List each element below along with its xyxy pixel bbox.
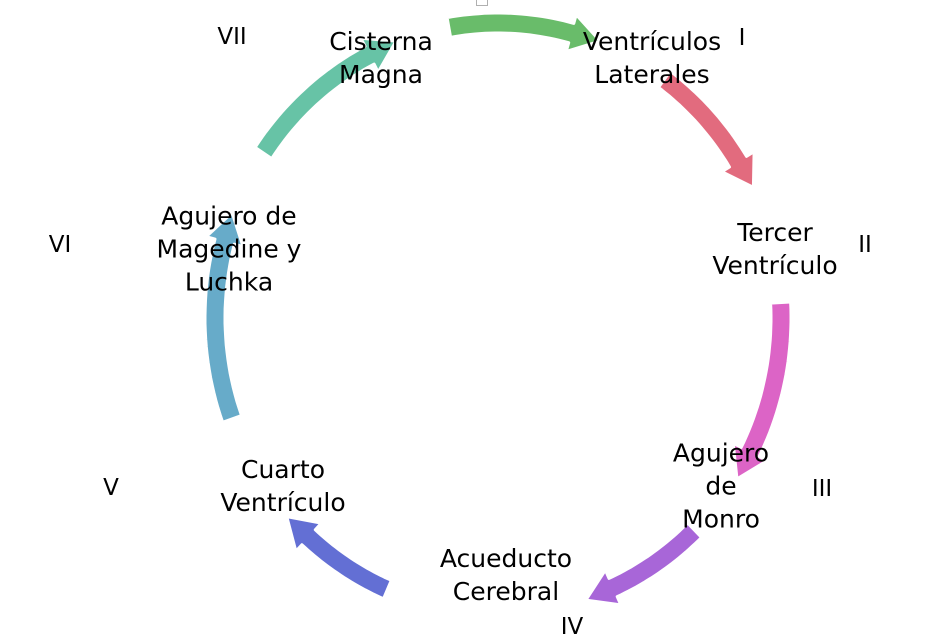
node-label-line: Magna bbox=[339, 60, 423, 89]
arrow-cisterna-to-laterales bbox=[445, 11, 602, 53]
node-label-line: Ventrículo bbox=[220, 488, 346, 517]
numeral-tercer-ventriculo: II bbox=[858, 232, 872, 258]
node-tercer-ventriculo: Tercer Ventrículo bbox=[712, 216, 837, 282]
node-agujero-de-monro: Agujero de Monro bbox=[673, 437, 769, 536]
numeral-cisterna-magna: VII bbox=[217, 24, 247, 50]
numeral-acueducto-cerebral: IV bbox=[560, 614, 584, 640]
node-ventriculos-laterales: Ventrículos Laterales bbox=[583, 25, 721, 91]
node-label-line: de bbox=[705, 471, 737, 501]
arrow-monro-to-acueducto bbox=[584, 521, 703, 607]
top-handle-mark bbox=[476, 0, 488, 6]
node-label-line: Agujero de bbox=[161, 201, 297, 231]
node-label-line: Ventrículo bbox=[712, 251, 838, 280]
node-label-line: Cisterna bbox=[329, 27, 433, 56]
arrow-agujero-to-cisterna bbox=[253, 36, 398, 161]
node-label-line: Agujero bbox=[672, 438, 770, 468]
node-agujero-de-magedine-y-luchka: Agujero de Magedine y Luchka bbox=[157, 200, 302, 299]
node-label-line: Acueducto bbox=[439, 544, 573, 573]
arrow-laterales-to-tercer bbox=[657, 69, 756, 189]
node-label-line: Monro bbox=[682, 504, 760, 534]
node-label-line: Laterales bbox=[594, 60, 710, 89]
node-label-line: Ventrículos bbox=[582, 27, 722, 56]
arrow-acueducto-to-cuarto bbox=[285, 515, 393, 601]
node-label-line: Luchka bbox=[184, 267, 274, 297]
node-cuarto-ventriculo: Cuarto Ventrículo bbox=[220, 453, 345, 519]
node-label-line: Tercer bbox=[737, 218, 813, 247]
node-label-line: Cuarto bbox=[241, 455, 325, 484]
arrow-tercer-to-monro bbox=[731, 300, 793, 481]
node-label-line: Cerebral bbox=[452, 577, 560, 606]
numeral-cuarto-ventriculo: V bbox=[103, 475, 119, 501]
arrow-cuarto-to-agujero bbox=[203, 211, 245, 424]
node-acueducto-cerebral: Acueducto Cerebral bbox=[440, 542, 572, 608]
numeral-ventriculos-laterales: I bbox=[738, 25, 746, 51]
node-cisterna-magna: Cisterna Magna bbox=[329, 25, 433, 91]
numeral-agujero-de-monro: III bbox=[811, 476, 833, 502]
numeral-agujero-de-magedine-y-luchka: VI bbox=[48, 232, 72, 258]
node-label-line: Magedine y bbox=[156, 234, 302, 264]
